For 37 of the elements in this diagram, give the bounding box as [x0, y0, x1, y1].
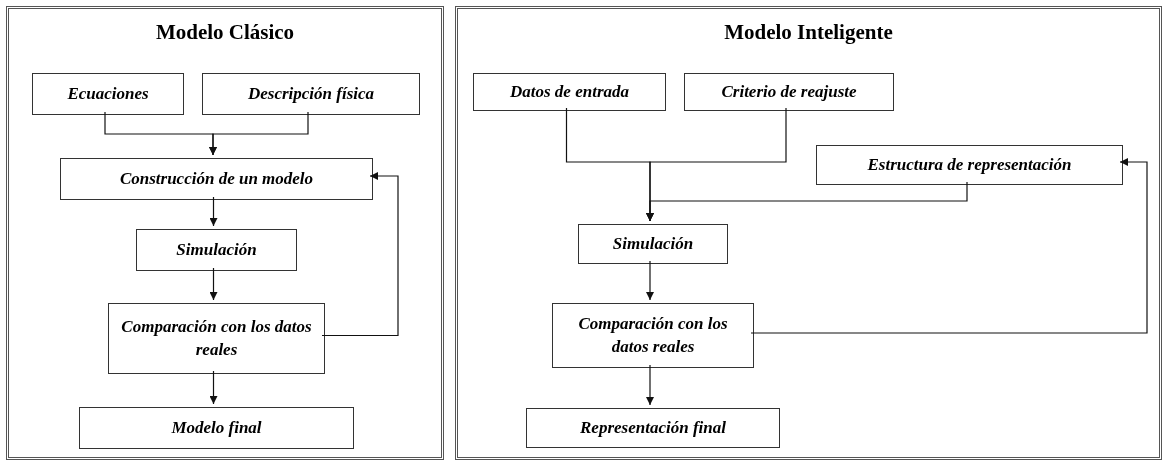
- panel: [455, 6, 1162, 460]
- process-box: [136, 229, 297, 271]
- process-box: [578, 224, 728, 264]
- process-box: [552, 303, 754, 368]
- arrow: [209, 267, 218, 301]
- box-label: Descripción física: [246, 82, 376, 105]
- process-box: [526, 408, 780, 448]
- panel-title: Modelo Inteligente: [724, 19, 893, 46]
- box-label: Criterio de reajuste: [720, 80, 858, 103]
- arrow: [750, 158, 1148, 334]
- box-label: Representación final: [579, 416, 727, 439]
- box-label: Comparación con los datos reales: [120, 315, 313, 361]
- arrow: [646, 181, 968, 222]
- box-label: Simulación: [611, 232, 695, 255]
- process-box: [202, 73, 420, 115]
- panel: [6, 6, 444, 460]
- process-box: [684, 73, 894, 111]
- box-label: Datos de entrada: [509, 80, 630, 103]
- process-box: [473, 73, 666, 111]
- arrow: [646, 364, 654, 406]
- process-box: [816, 145, 1123, 185]
- box-label: Ecuaciones: [66, 82, 150, 105]
- arrow: [646, 260, 654, 301]
- arrow: [209, 196, 218, 227]
- process-box: [32, 73, 184, 115]
- process-box: [79, 407, 354, 449]
- panel-title: Modelo Clásico: [155, 19, 295, 46]
- box-label: Construcción de un modelo: [118, 167, 315, 190]
- box-label: Modelo final: [170, 416, 263, 439]
- arrow: [209, 111, 309, 156]
- process-box: [60, 158, 373, 200]
- process-box: [108, 303, 325, 374]
- box-label: Comparación con los datos reales: [577, 312, 729, 358]
- arrow: [209, 370, 218, 405]
- box-label: Estructura de representación: [866, 153, 1073, 176]
- arrow: [321, 172, 399, 337]
- box-label: Simulación: [175, 238, 258, 261]
